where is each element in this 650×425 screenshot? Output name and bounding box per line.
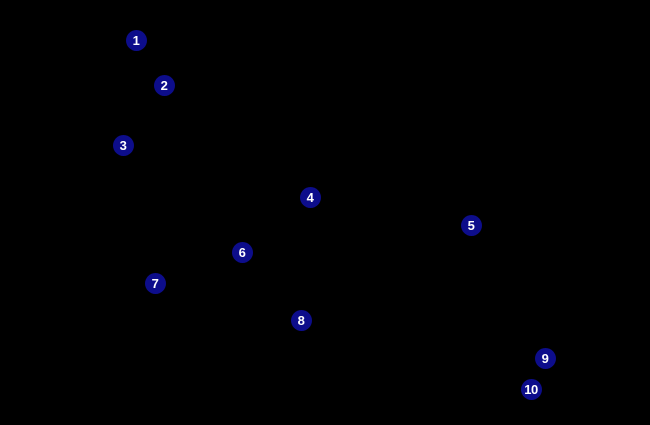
som-mark-5[interactable]: 5 bbox=[460, 214, 482, 236]
som-mark-9[interactable]: 9 bbox=[534, 347, 556, 369]
som-mark-2[interactable]: 2 bbox=[153, 74, 175, 96]
som-mark-6[interactable]: 6 bbox=[231, 241, 253, 263]
som-mark-3[interactable]: 3 bbox=[112, 134, 134, 156]
som-mark-4[interactable]: 4 bbox=[299, 186, 321, 208]
som-mark-8[interactable]: 8 bbox=[290, 309, 312, 331]
som-mark-1[interactable]: 1 bbox=[125, 29, 147, 51]
som-mark-10[interactable]: 10 bbox=[520, 378, 542, 400]
som-mark-7[interactable]: 7 bbox=[144, 272, 166, 294]
